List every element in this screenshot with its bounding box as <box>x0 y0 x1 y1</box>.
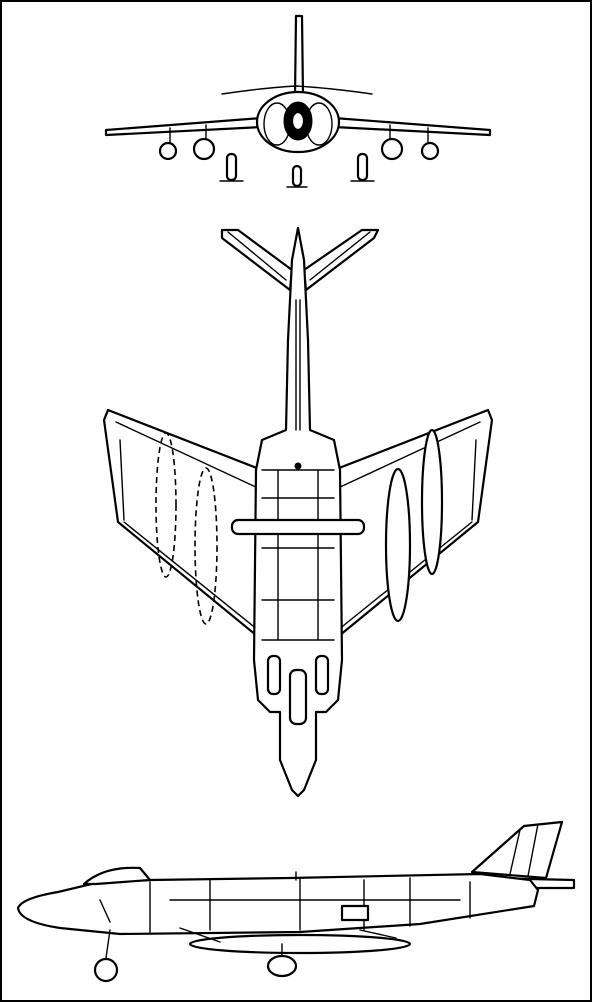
front-tailplane <box>221 85 373 95</box>
plan-tailpipe-right <box>314 654 330 696</box>
front-nose-cone <box>290 110 306 132</box>
plan-droptank-inner <box>384 467 412 623</box>
plan-alt-tank-outer <box>194 467 218 625</box>
plan-tailplane-left <box>220 228 294 292</box>
side-fuselage <box>16 872 540 936</box>
front-main-gear-left <box>225 152 238 182</box>
front-fin <box>293 14 305 98</box>
plan-tailplane-right <box>309 231 371 281</box>
front-main-gear-right <box>356 152 369 182</box>
side-main-wheel <box>266 954 298 978</box>
plan-fuselage <box>252 226 344 798</box>
side-canopy <box>82 866 152 886</box>
plan-wing-left <box>115 421 259 631</box>
side-ventral-detail <box>179 927 397 943</box>
front-droptank-inner-right <box>380 137 404 161</box>
side-droptank <box>188 933 412 955</box>
front-droptank-outer-left <box>158 141 178 161</box>
front-droptank-outer-right <box>420 141 440 161</box>
side-fin-detail <box>509 823 539 877</box>
side-view <box>16 820 576 983</box>
front-nose-gear <box>291 164 303 188</box>
plan-droptank-outer <box>420 428 444 576</box>
side-panel-patch <box>340 904 370 922</box>
plan-tailplane-left <box>227 231 287 281</box>
plan-wing-root-spar <box>230 518 366 536</box>
front-droptank-inner-left <box>192 137 216 161</box>
plan-tailcone <box>288 668 308 726</box>
side-nose-wheel <box>93 957 119 983</box>
side-fin <box>470 820 564 880</box>
plan-view <box>102 226 494 798</box>
plan-alt-tank-inner <box>155 432 177 578</box>
front-wing <box>104 116 264 137</box>
plan-tailpipe-left <box>266 654 282 696</box>
front-view <box>104 14 492 188</box>
plan-tailplane-right <box>302 228 380 292</box>
front-wing <box>332 116 492 137</box>
side-nose-gear <box>105 929 111 959</box>
plan-fuselage-detail <box>294 462 302 470</box>
